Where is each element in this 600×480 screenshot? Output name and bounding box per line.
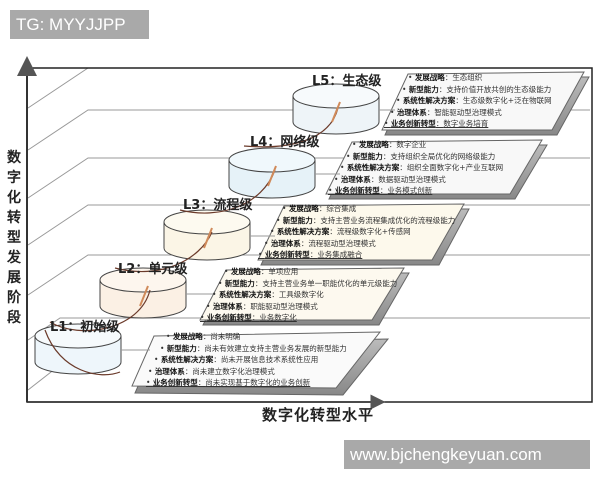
card-row: • 业务创新转型：业务模式创新 bbox=[328, 186, 433, 195]
card-row: • 系统性解决方案：生态级数字化+泛在物联网 bbox=[396, 96, 552, 105]
level-card-l5: • 发展战略：生态组织 • 新型能力：支持价值开放共创的生态级能力 • 系统性解… bbox=[382, 72, 552, 130]
card-row: • 新型能力：支持组织全局优化的网络级能力 bbox=[346, 151, 496, 161]
card-row: • 系统性解决方案：流程级数字化+传感网 bbox=[270, 227, 411, 236]
card-row: • 系统性解决方案：工具级数字化 bbox=[212, 290, 324, 299]
card-row: • 新型能力：尚未有效建立支持主营业务发展的新型能力 bbox=[160, 343, 347, 353]
x-axis-label: 数字化转型水平 bbox=[262, 406, 375, 424]
card-row: • 新型能力：支持价值开放共创的生态级能力 bbox=[402, 84, 552, 94]
card-row: • 系统性解决方案：尚未开展信息技术系统性应用 bbox=[154, 355, 319, 364]
level-card-l2: • 发展战略：单项应用 • 新型能力：支持主营业务单一职能优化的单元级能力 • … bbox=[200, 266, 397, 324]
card-row: • 发展战略：综合集成 bbox=[282, 204, 357, 213]
level-label-l4: L4：网络级 bbox=[250, 135, 320, 150]
card-row: • 治理体系：流程驱动型治理模式 bbox=[264, 238, 376, 248]
card-row: • 发展战略：单项应用 bbox=[224, 267, 299, 276]
level-cylinders bbox=[34, 83, 380, 375]
card-row: • 业务创新转型：业务数字化 bbox=[200, 313, 297, 322]
level-label-l1: L1：初始级 bbox=[50, 320, 120, 335]
card-row: • 治理体系：智能驱动型治理模式 bbox=[390, 107, 502, 117]
card-row: • 发展战略：尚未明确 bbox=[166, 332, 241, 341]
watermark-top: TG: MYYJJPP bbox=[10, 10, 149, 39]
level-riser-arrows bbox=[139, 101, 341, 307]
level-label-l3: L3：流程级 bbox=[183, 198, 253, 213]
card-row: • 治理体系：职能驱动型治理模式 bbox=[206, 301, 318, 311]
level-label-l5: L5：生态级 bbox=[312, 74, 382, 89]
card-row: • 业务创新转型：尚未实现基于数字化的业务创新 bbox=[146, 378, 311, 387]
card-row: • 治理体系：尚未建立数字化治理模式 bbox=[148, 366, 275, 376]
card-row: • 发展战略：数字企业 bbox=[352, 140, 427, 149]
level-card-l3: • 发展战略：综合集成 • 新型能力：支持主营业务流程集成优化的流程级能力 • … bbox=[258, 203, 455, 261]
card-row: • 新型能力：支持主营业务流程集成优化的流程级能力 bbox=[276, 215, 456, 225]
card-row: • 系统性解决方案：组织全面数字化+产业互联网 bbox=[340, 163, 504, 172]
card-row: • 新型能力：支持主营业务单一职能优化的单元级能力 bbox=[218, 278, 398, 288]
card-leader-lines bbox=[121, 109, 395, 351]
level-card-l1: • 发展战略：尚未明确 • 新型能力：尚未有效建立支持主营业务发展的新型能力 •… bbox=[146, 331, 347, 389]
level-cards bbox=[131, 71, 590, 396]
card-row: • 业务创新转型：数字业务培育 bbox=[384, 119, 489, 128]
level-card-l4: • 发展战略：数字企业 • 新型能力：支持组织全局优化的网络级能力 • 系统性解… bbox=[326, 139, 503, 197]
y-axis-label: 数字化转型发展阶段 bbox=[7, 150, 21, 326]
level-label-l2: L2：单元级 bbox=[118, 262, 188, 277]
card-row: • 治理体系：数据驱动型治理模式 bbox=[334, 174, 446, 184]
card-row: • 发展战略：生态组织 bbox=[408, 73, 483, 82]
card-row: • 业务创新转型：业务集成融合 bbox=[258, 250, 363, 259]
watermark-bottom: www.bjchengkeyuan.com bbox=[344, 440, 590, 469]
